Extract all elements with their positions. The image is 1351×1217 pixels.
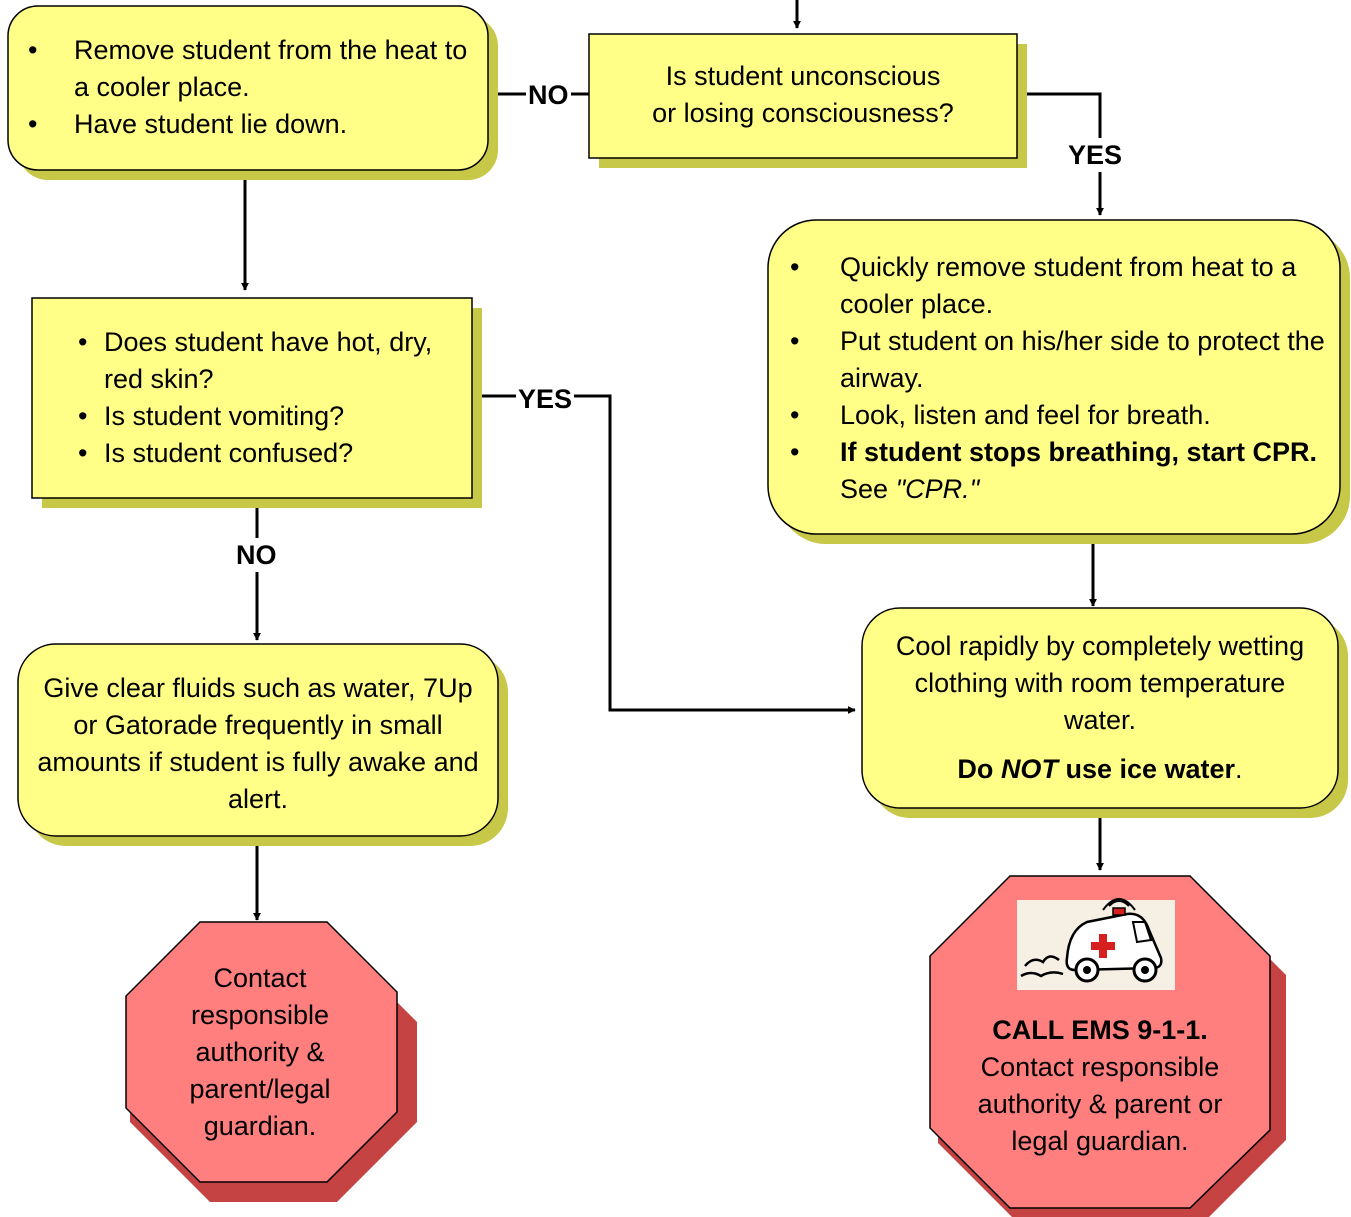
cool-rapidly: Cool rapidly by completely wetting cloth… — [890, 628, 1310, 788]
call-ems-contact: Contact responsible authority & parent o… — [977, 1052, 1223, 1156]
edge-question-yes — [1015, 92, 1104, 216]
list-item: •Is student vomiting? — [78, 401, 345, 431]
ice-water-warning: Do NOT use ice water. — [957, 754, 1243, 784]
call-ems-heading: CALL EMS 9-1-1. — [992, 1015, 1208, 1045]
edge-label-no-top: NO — [526, 80, 571, 110]
edge-label-yes-mid: YES — [516, 384, 575, 414]
contact-left-text: Contact responsible authority & parent/l… — [189, 963, 331, 1141]
edge-label-no-mid: NO — [236, 538, 277, 572]
see-label: See — [840, 474, 889, 504]
list-item: •Quickly remove student from heat to a c… — [790, 252, 1297, 319]
stop-signs — [125, 875, 1286, 1217]
list-item: •If student stops breathing, start CPR. … — [790, 437, 1318, 504]
list-item: •Have student lie down. — [28, 109, 348, 139]
boxes — [7, 5, 1341, 837]
call-ems-octagon — [929, 875, 1271, 1209]
check-symptoms-list: •Does student have hot, dry, red skin? •… — [78, 324, 458, 472]
call-ems-text: CALL EMS 9-1-1. Contact responsible auth… — [945, 1012, 1255, 1160]
cpr-reference: "CPR." — [895, 474, 980, 504]
question-box — [588, 33, 1018, 159]
list-item: •Is student confused? — [78, 438, 354, 468]
quickly-remove-list: •Quickly remove student from heat to a c… — [790, 249, 1325, 508]
cpr-instruction: If student stops breathing, start CPR. — [840, 437, 1318, 467]
list-item: •Put student on his/her side to protect … — [790, 326, 1325, 393]
cool-rapidly-text: Cool rapidly by completely wetting cloth… — [895, 631, 1305, 735]
fluids-box — [17, 643, 499, 837]
symptoms-box — [31, 297, 473, 499]
contact-left-octagon — [125, 921, 398, 1183]
give-fluids: Give clear fluids such as water, 7Up or … — [37, 673, 479, 814]
cool-box — [861, 607, 1339, 809]
question-line2: or losing consciousness? — [652, 98, 954, 128]
quickly-box — [767, 219, 1341, 535]
list-item: •Does student have hot, dry, red skin? — [78, 327, 433, 394]
question-unconscious: Is student unconscious or losing conscio… — [590, 58, 1016, 132]
question-line1: Is student unconscious — [665, 61, 941, 91]
remove-box — [7, 5, 489, 171]
edge-label-yes-top: YES — [1068, 138, 1123, 172]
remove-student-list: •Remove student from the heat to a coole… — [28, 32, 473, 143]
list-item: •Remove student from the heat to a coole… — [28, 35, 468, 102]
ambulance-icon — [1017, 898, 1175, 990]
list-item: •Look, listen and feel for breath. — [790, 400, 1211, 430]
